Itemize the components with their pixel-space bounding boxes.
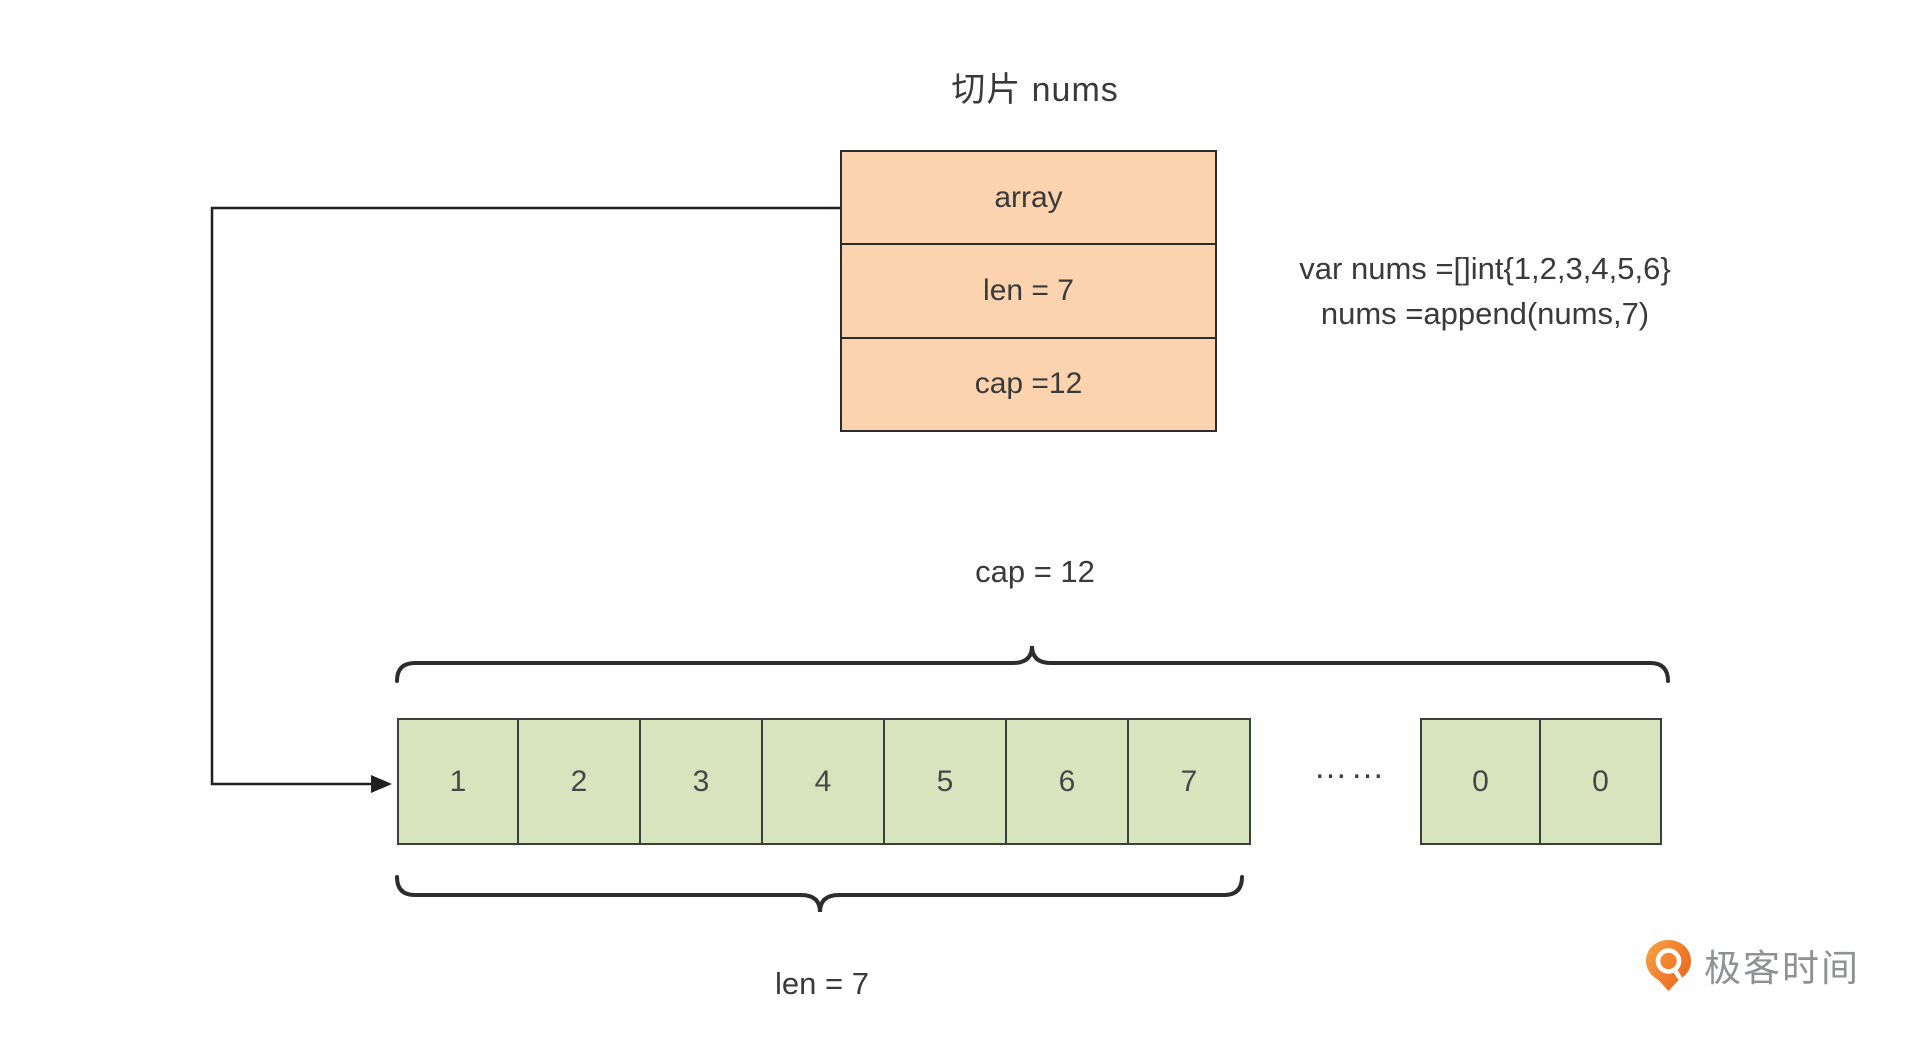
geektime-pin-icon [1646,939,1691,991]
len-brace [395,875,1244,913]
geektime-logo: 极客时间 [1645,938,1860,992]
extra-cell-2: 0 [1541,718,1662,845]
array-cells-row: 1 2 3 4 5 6 7 [397,718,1251,845]
code-line-2: nums =append(nums,7) [1320,296,1650,331]
code-annotation: var nums =[]int{1,2,3,4,5,6} nums =appen… [1265,246,1705,336]
slice-struct-box: array len = 7 cap =12 [840,150,1217,432]
struct-field-cap: cap =12 [974,367,1083,401]
struct-field-len: len = 7 [842,245,1215,339]
cap-brace-label: cap = 12 [975,554,1095,589]
extra-cell-1: 0 [1420,718,1541,845]
array-cell-3: 3 [641,718,763,845]
diagram-title: 切片 nums [951,71,1119,109]
array-cell-5: 5 [885,718,1007,845]
cap-brace [395,645,1670,683]
array-cell-2: 2 [519,718,641,845]
array-cell-7: 7 [1129,718,1251,845]
len-brace-label: len = 7 [775,966,869,1001]
extra-cells-row: 0 0 [1420,718,1662,845]
array-cell-6: 6 [1007,718,1129,845]
pointer-arrow [210,206,840,793]
array-cell-1: 1 [397,718,519,845]
cells-ellipsis: …… [1313,748,1388,786]
code-line-1: var nums =[]int{1,2,3,4,5,6} [1299,251,1671,286]
arrowhead-icon [371,775,392,793]
logo-text: 极客时间 [1704,948,1860,989]
array-cell-4: 4 [763,718,885,845]
struct-field-array: array [842,152,1215,246]
